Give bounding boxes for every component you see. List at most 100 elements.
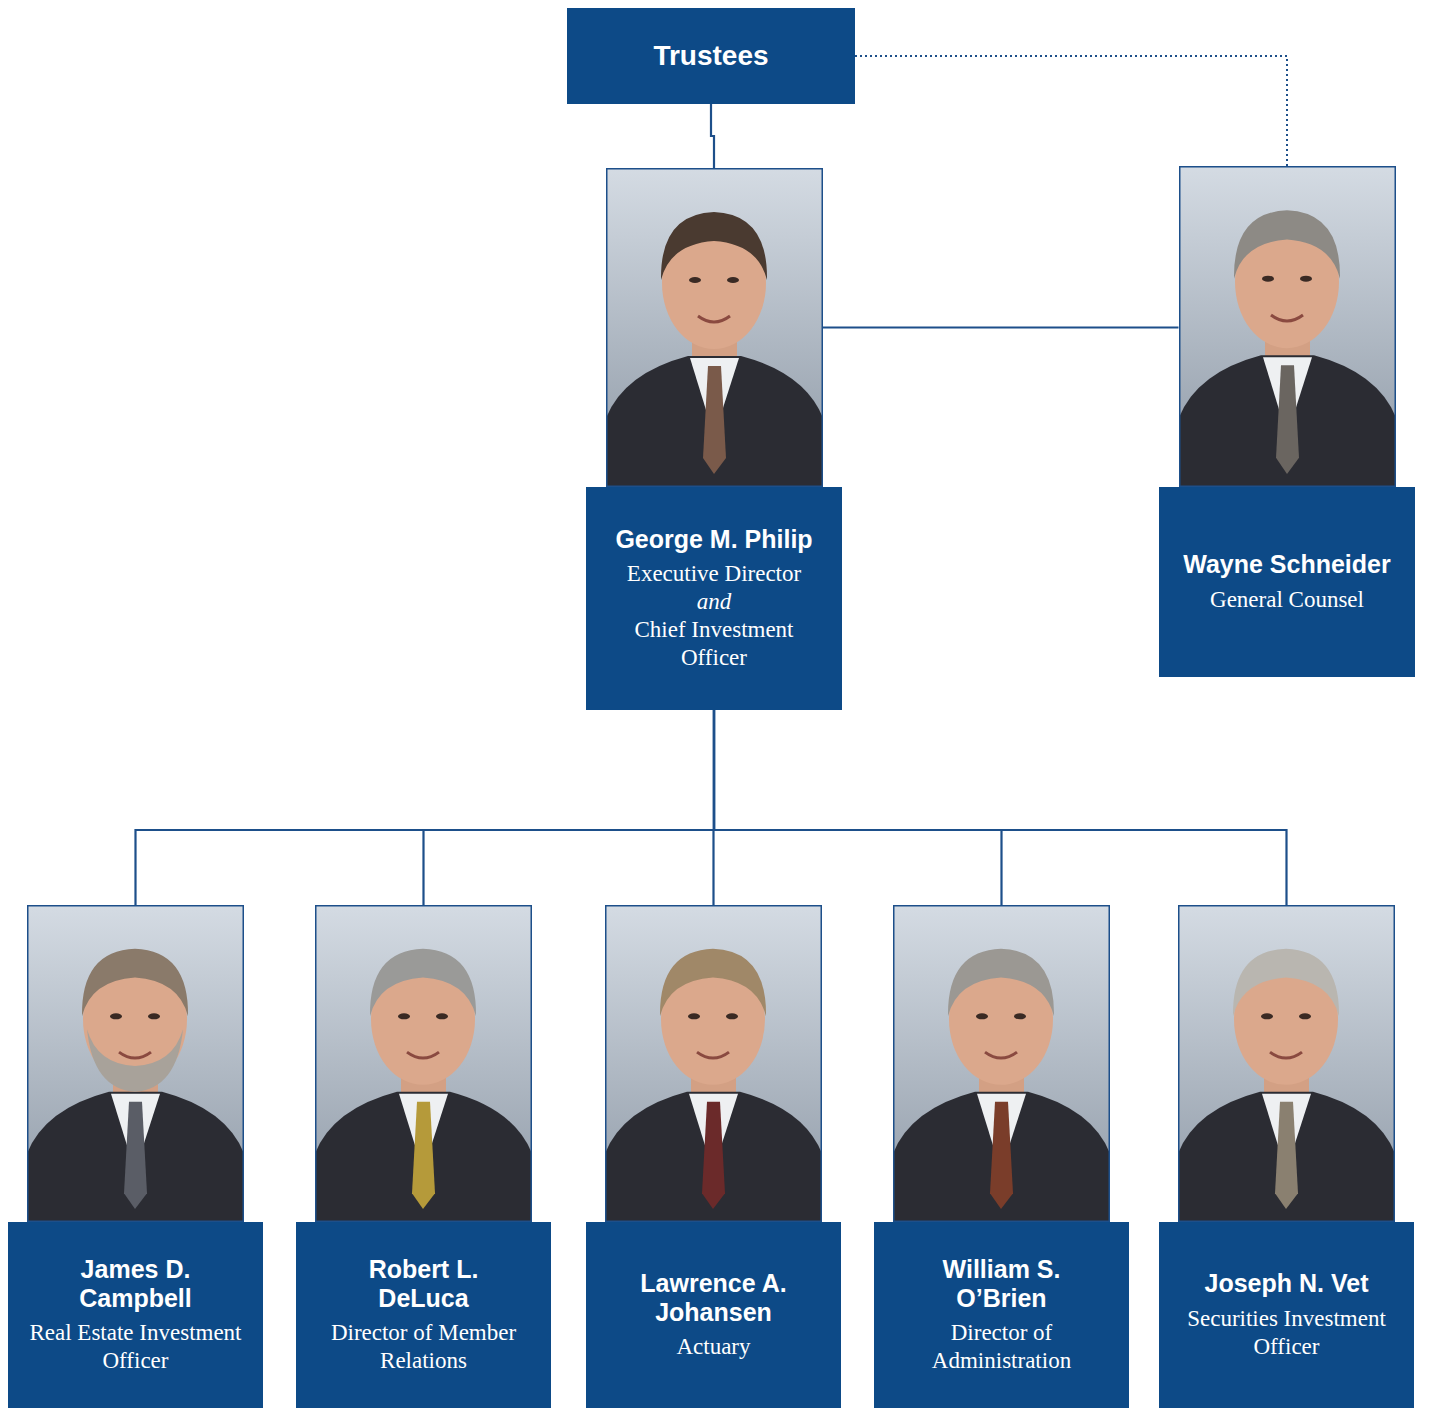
job-title: Securities Investment Officer: [1171, 1305, 1403, 1361]
portrait-eye: [727, 277, 739, 283]
portrait-suit: [893, 1092, 1110, 1222]
job-title: Executive Director: [627, 560, 801, 588]
job-title: Chief Investment Officer: [604, 616, 824, 672]
portrait-mouth: [985, 1052, 1017, 1058]
portrait-mouth: [697, 1052, 729, 1058]
name-plate: James D. CampbellReal Estate Investment …: [8, 1222, 263, 1408]
portrait-photo: [606, 168, 823, 487]
job-title: and: [697, 588, 732, 616]
portrait-eye: [1014, 1013, 1026, 1019]
portrait-photo: [27, 905, 244, 1222]
portrait-eye: [976, 1013, 988, 1019]
photo-ground: [606, 168, 823, 487]
person-name: George M. Philip: [615, 525, 812, 554]
photo-border: [894, 906, 1110, 1222]
person-name: James D. Campbell: [51, 1255, 221, 1314]
person-card: Lawrence A. JohansenActuary: [586, 905, 841, 1408]
photo-border: [1179, 906, 1395, 1222]
portrait-hair: [1233, 210, 1339, 278]
person-card: Robert L. DeLucaDirector of Member Relat…: [296, 905, 551, 1408]
photo-ground: [1178, 905, 1395, 1222]
photo-border: [606, 169, 822, 487]
job-title: Director of Administration: [886, 1319, 1118, 1375]
photo-border: [316, 906, 532, 1222]
name-plate: Lawrence A. JohansenActuary: [586, 1222, 841, 1408]
portrait-suit: [315, 1092, 532, 1222]
photo-ground: [315, 905, 532, 1222]
job-title: Real Estate Investment Officer: [20, 1319, 252, 1375]
portrait-eye: [1299, 1013, 1311, 1019]
portrait-tie: [1275, 1102, 1298, 1209]
name-plate: Joseph N. VetSecurities Investment Offic…: [1159, 1222, 1414, 1408]
portrait-eye: [436, 1013, 448, 1019]
portrait-photo: [1179, 166, 1396, 487]
portrait-photo: [315, 905, 532, 1222]
portrait-eye: [1300, 276, 1312, 282]
portrait-photo: [605, 905, 822, 1222]
name-plate: William S. O’BrienDirector of Administra…: [874, 1222, 1129, 1408]
dotted-connector: [855, 56, 1287, 166]
portrait-tie: [412, 1102, 435, 1209]
photo-ground: [605, 905, 822, 1222]
job-title: Actuary: [676, 1333, 750, 1361]
portrait-tie: [990, 1102, 1013, 1209]
portrait-eye: [689, 277, 701, 283]
photo-border: [28, 906, 244, 1222]
portrait-tie: [702, 1102, 725, 1209]
portrait-suit: [1179, 355, 1396, 487]
org-connector: [714, 710, 1287, 905]
person-name: Lawrence A. Johansen: [629, 1269, 799, 1328]
person-card: William S. O’BrienDirector of Administra…: [874, 905, 1129, 1408]
portrait-eye: [726, 1013, 738, 1019]
person-card: Wayne SchneiderGeneral Counsel: [1159, 166, 1415, 677]
person-name: Joseph N. Vet: [1205, 1269, 1369, 1298]
org-connector: [823, 326, 1179, 328]
org-connector: [424, 710, 715, 905]
portrait-photo: [893, 905, 1110, 1222]
portrait-suit: [27, 1092, 244, 1222]
board-box: Trustees: [567, 8, 855, 104]
photo-ground: [1179, 166, 1396, 487]
name-plate: George M. PhilipExecutive DirectorandChi…: [586, 487, 842, 710]
portrait-hair: [660, 949, 766, 1017]
job-title: General Counsel: [1210, 586, 1364, 614]
portrait-tie: [124, 1102, 147, 1209]
portrait-hair: [1233, 949, 1339, 1017]
photo-border: [606, 906, 822, 1222]
portrait-eye: [1261, 1013, 1273, 1019]
portrait-tie: [703, 366, 726, 474]
portrait-suit: [606, 356, 823, 487]
portrait-beard: [87, 1029, 183, 1092]
org-connector: [711, 104, 714, 168]
person-name: Wayne Schneider: [1183, 550, 1390, 579]
portrait-tie: [1276, 365, 1299, 474]
portrait-eye: [110, 1013, 122, 1019]
person-card: James D. CampbellReal Estate Investment …: [8, 905, 263, 1408]
name-plate: Wayne SchneiderGeneral Counsel: [1159, 487, 1415, 677]
portrait-mouth: [119, 1052, 151, 1058]
portrait-hair: [948, 949, 1054, 1017]
photo-ground: [27, 905, 244, 1222]
portrait-mouth: [407, 1052, 439, 1058]
job-title: Director of Member Relations: [308, 1319, 540, 1375]
portrait-eye: [148, 1013, 160, 1019]
portrait-suit: [605, 1092, 822, 1222]
person-name: Robert L. DeLuca: [339, 1255, 509, 1314]
board-label: Trustees: [567, 8, 855, 104]
person-card: George M. PhilipExecutive DirectorandChi…: [586, 168, 842, 710]
portrait-hair: [370, 949, 476, 1017]
org-connector: [714, 710, 1002, 905]
portrait-eye: [398, 1013, 410, 1019]
portrait-mouth: [698, 316, 730, 322]
person-name: William S. O’Brien: [917, 1255, 1087, 1314]
portrait-mouth: [1270, 1052, 1302, 1058]
photo-ground: [893, 905, 1110, 1222]
portrait-mouth: [1271, 315, 1303, 321]
name-plate: Robert L. DeLucaDirector of Member Relat…: [296, 1222, 551, 1408]
org-connector: [136, 710, 715, 905]
board-title: Trustees: [653, 40, 768, 72]
portrait-eye: [688, 1013, 700, 1019]
portrait-photo: [1178, 905, 1395, 1222]
photo-border: [1179, 167, 1395, 486]
person-card: Joseph N. VetSecurities Investment Offic…: [1159, 905, 1414, 1408]
